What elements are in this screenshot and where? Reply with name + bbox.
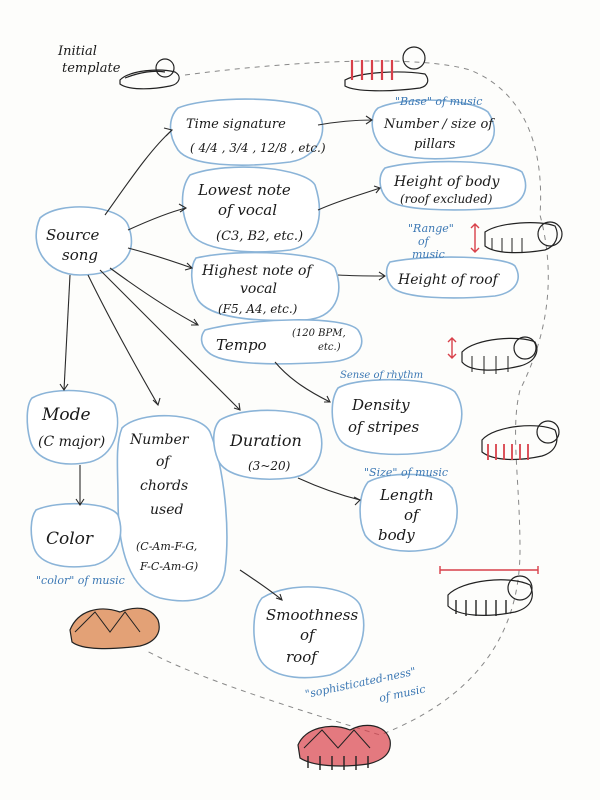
length-line-2: of <box>404 506 421 524</box>
mode-title: Mode <box>41 405 91 425</box>
shoe-sketch-pillars <box>344 46 429 92</box>
node-duration: Duration (3~20) <box>212 409 323 480</box>
initial-template-line-2: template <box>62 61 121 76</box>
pillars-line-2: pillars <box>414 137 456 152</box>
chords-example-2: F-C-Am-G) <box>139 560 198 573</box>
node-source-song: Source song <box>35 206 133 276</box>
length-line-3: body <box>378 526 415 544</box>
time-signature-title: Time signature <box>186 117 286 132</box>
smoothness-line-3: roof <box>286 648 319 666</box>
body-height-line-2: (roof excluded) <box>400 192 493 206</box>
duration-title: Duration <box>229 431 302 450</box>
lowest-note-examples: (C3, B2, etc.) <box>216 229 303 244</box>
node-mode: Mode (C major) <box>26 389 119 465</box>
node-pillars: Number / size of pillars <box>371 99 495 160</box>
duration-example: (3~20) <box>248 459 291 473</box>
length-line-1: Length <box>379 486 434 504</box>
source-line-1: Source <box>46 226 100 244</box>
note-size-of-music: "Size" of music <box>364 466 448 479</box>
node-time-signature: Time signature ( 4/4 , 3/4 , 12/8 , etc.… <box>169 98 326 166</box>
node-roof-height: Height of roof <box>385 256 519 299</box>
tempo-title: Tempo <box>216 336 267 354</box>
chords-line-4: used <box>150 502 183 518</box>
note-sense-of-rhythm: Sense of rhythm <box>340 370 423 381</box>
lowest-note-line-2: of vocal <box>218 201 277 219</box>
highest-note-line-2: vocal <box>240 281 277 297</box>
shoe-sketch-body-height <box>470 221 563 254</box>
body-height-line-1: Height of body <box>393 174 500 190</box>
time-signature-examples: ( 4/4 , 3/4 , 12/8 , etc.) <box>190 141 326 155</box>
smoothness-line-2: of <box>300 626 317 644</box>
node-stripes: Density of stripes <box>331 378 463 456</box>
shoe-sketch-initial <box>119 58 180 90</box>
shoe-sketch-color <box>69 607 160 650</box>
shoe-sketch-final <box>297 724 391 770</box>
arrows <box>59 115 386 601</box>
initial-template-line-1: Initial <box>57 44 97 59</box>
note-base-of-music: "Base" of music <box>395 95 482 108</box>
chords-line-3: chords <box>140 478 188 494</box>
chords-line-1: Number <box>129 432 190 448</box>
highest-note-line-1: Highest note of <box>201 263 314 279</box>
tempo-example-2: etc.) <box>318 342 341 353</box>
node-tempo: Tempo (120 BPM, etc.) <box>200 319 363 365</box>
lowest-note-line-1: Lowest note <box>197 181 291 199</box>
node-length: Length of body <box>359 473 458 552</box>
roof-height-label: Height of roof <box>397 272 501 288</box>
node-highest-note: Highest note of vocal (F5, A4, etc.) <box>190 251 340 322</box>
note-color-of-music: "color" of music <box>36 574 125 587</box>
source-line-2: song <box>62 246 98 264</box>
tempo-example-1: (120 BPM, <box>292 328 346 339</box>
node-smoothness: Smoothness of roof <box>253 586 365 679</box>
chords-example-1: (C-Am-F-G, <box>136 540 197 553</box>
node-chords: Number of chords used (C-Am-F-G, F-C-Am-… <box>116 414 228 602</box>
highest-note-examples: (F5, A4, etc.) <box>218 302 298 316</box>
pillars-line-1: Number / size of <box>383 117 495 132</box>
node-lowest-note: Lowest note of vocal (C3, B2, etc.) <box>181 166 321 253</box>
node-color: Color <box>30 502 122 568</box>
stripes-line-1: Density <box>351 396 410 414</box>
note-range-line-3: music <box>412 248 445 261</box>
shoe-sketch-stripes <box>481 420 560 461</box>
node-body-height: Height of body (roof excluded) <box>379 160 527 211</box>
mode-example: (C major) <box>38 434 105 450</box>
note-sophisticated-line-2: of music <box>378 682 427 704</box>
chords-line-2: of <box>156 454 172 470</box>
note-range-line-2: of <box>418 235 431 248</box>
color-label: Color <box>46 529 94 549</box>
stripes-line-2: of stripes <box>348 418 420 436</box>
shoe-sketch-roof-height <box>447 336 538 374</box>
shoe-sketch-length <box>439 566 539 616</box>
note-range-line-1: "Range" <box>408 222 454 235</box>
smoothness-line-1: Smoothness <box>266 606 358 624</box>
